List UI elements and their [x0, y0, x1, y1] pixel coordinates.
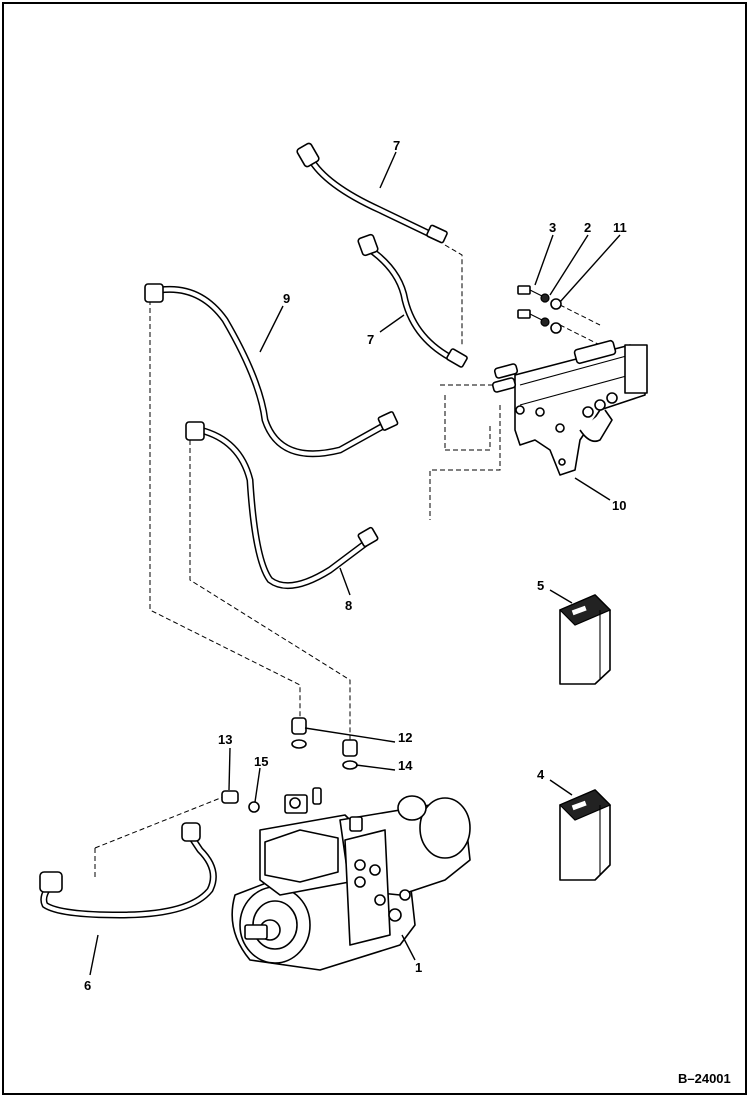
decal-5	[558, 594, 612, 685]
valve-bracket-10	[491, 339, 648, 476]
callout-13: 13	[218, 732, 232, 747]
callout-7-lower: 7	[367, 332, 374, 347]
callout-2: 2	[584, 220, 591, 235]
callout-12: 12	[398, 730, 412, 745]
callout-7-upper: 7	[393, 138, 400, 153]
callout-14: 14	[398, 758, 413, 773]
hose-7-upper	[296, 142, 448, 244]
hydrostatic-pump-1	[231, 787, 471, 971]
callout-15: 15	[254, 754, 268, 769]
callout-3: 3	[549, 220, 556, 235]
callouts: 7 3 2 11 9 7 10 8 5 4 13 12 15 14 1 6	[84, 138, 627, 993]
fittings-13-15	[221, 790, 260, 813]
hose-7-lower	[357, 233, 468, 368]
decal-4	[558, 789, 612, 881]
callout-1: 1	[415, 960, 422, 975]
leader-lines	[89, 151, 621, 976]
drawing-id: B–24001	[678, 1071, 731, 1086]
fittings-12-14	[291, 717, 358, 770]
assembly-guide-lines	[94, 244, 601, 880]
hardware-3-2-11	[517, 285, 562, 334]
callout-11: 11	[613, 220, 627, 235]
callout-9: 9	[283, 291, 290, 306]
callout-10: 10	[612, 498, 626, 513]
hose-6	[39, 822, 217, 919]
hose-9	[144, 283, 399, 458]
callout-6: 6	[84, 978, 91, 993]
callout-4: 4	[537, 767, 545, 782]
callout-5: 5	[537, 578, 544, 593]
callout-8: 8	[345, 598, 352, 613]
hose-8	[185, 421, 379, 590]
